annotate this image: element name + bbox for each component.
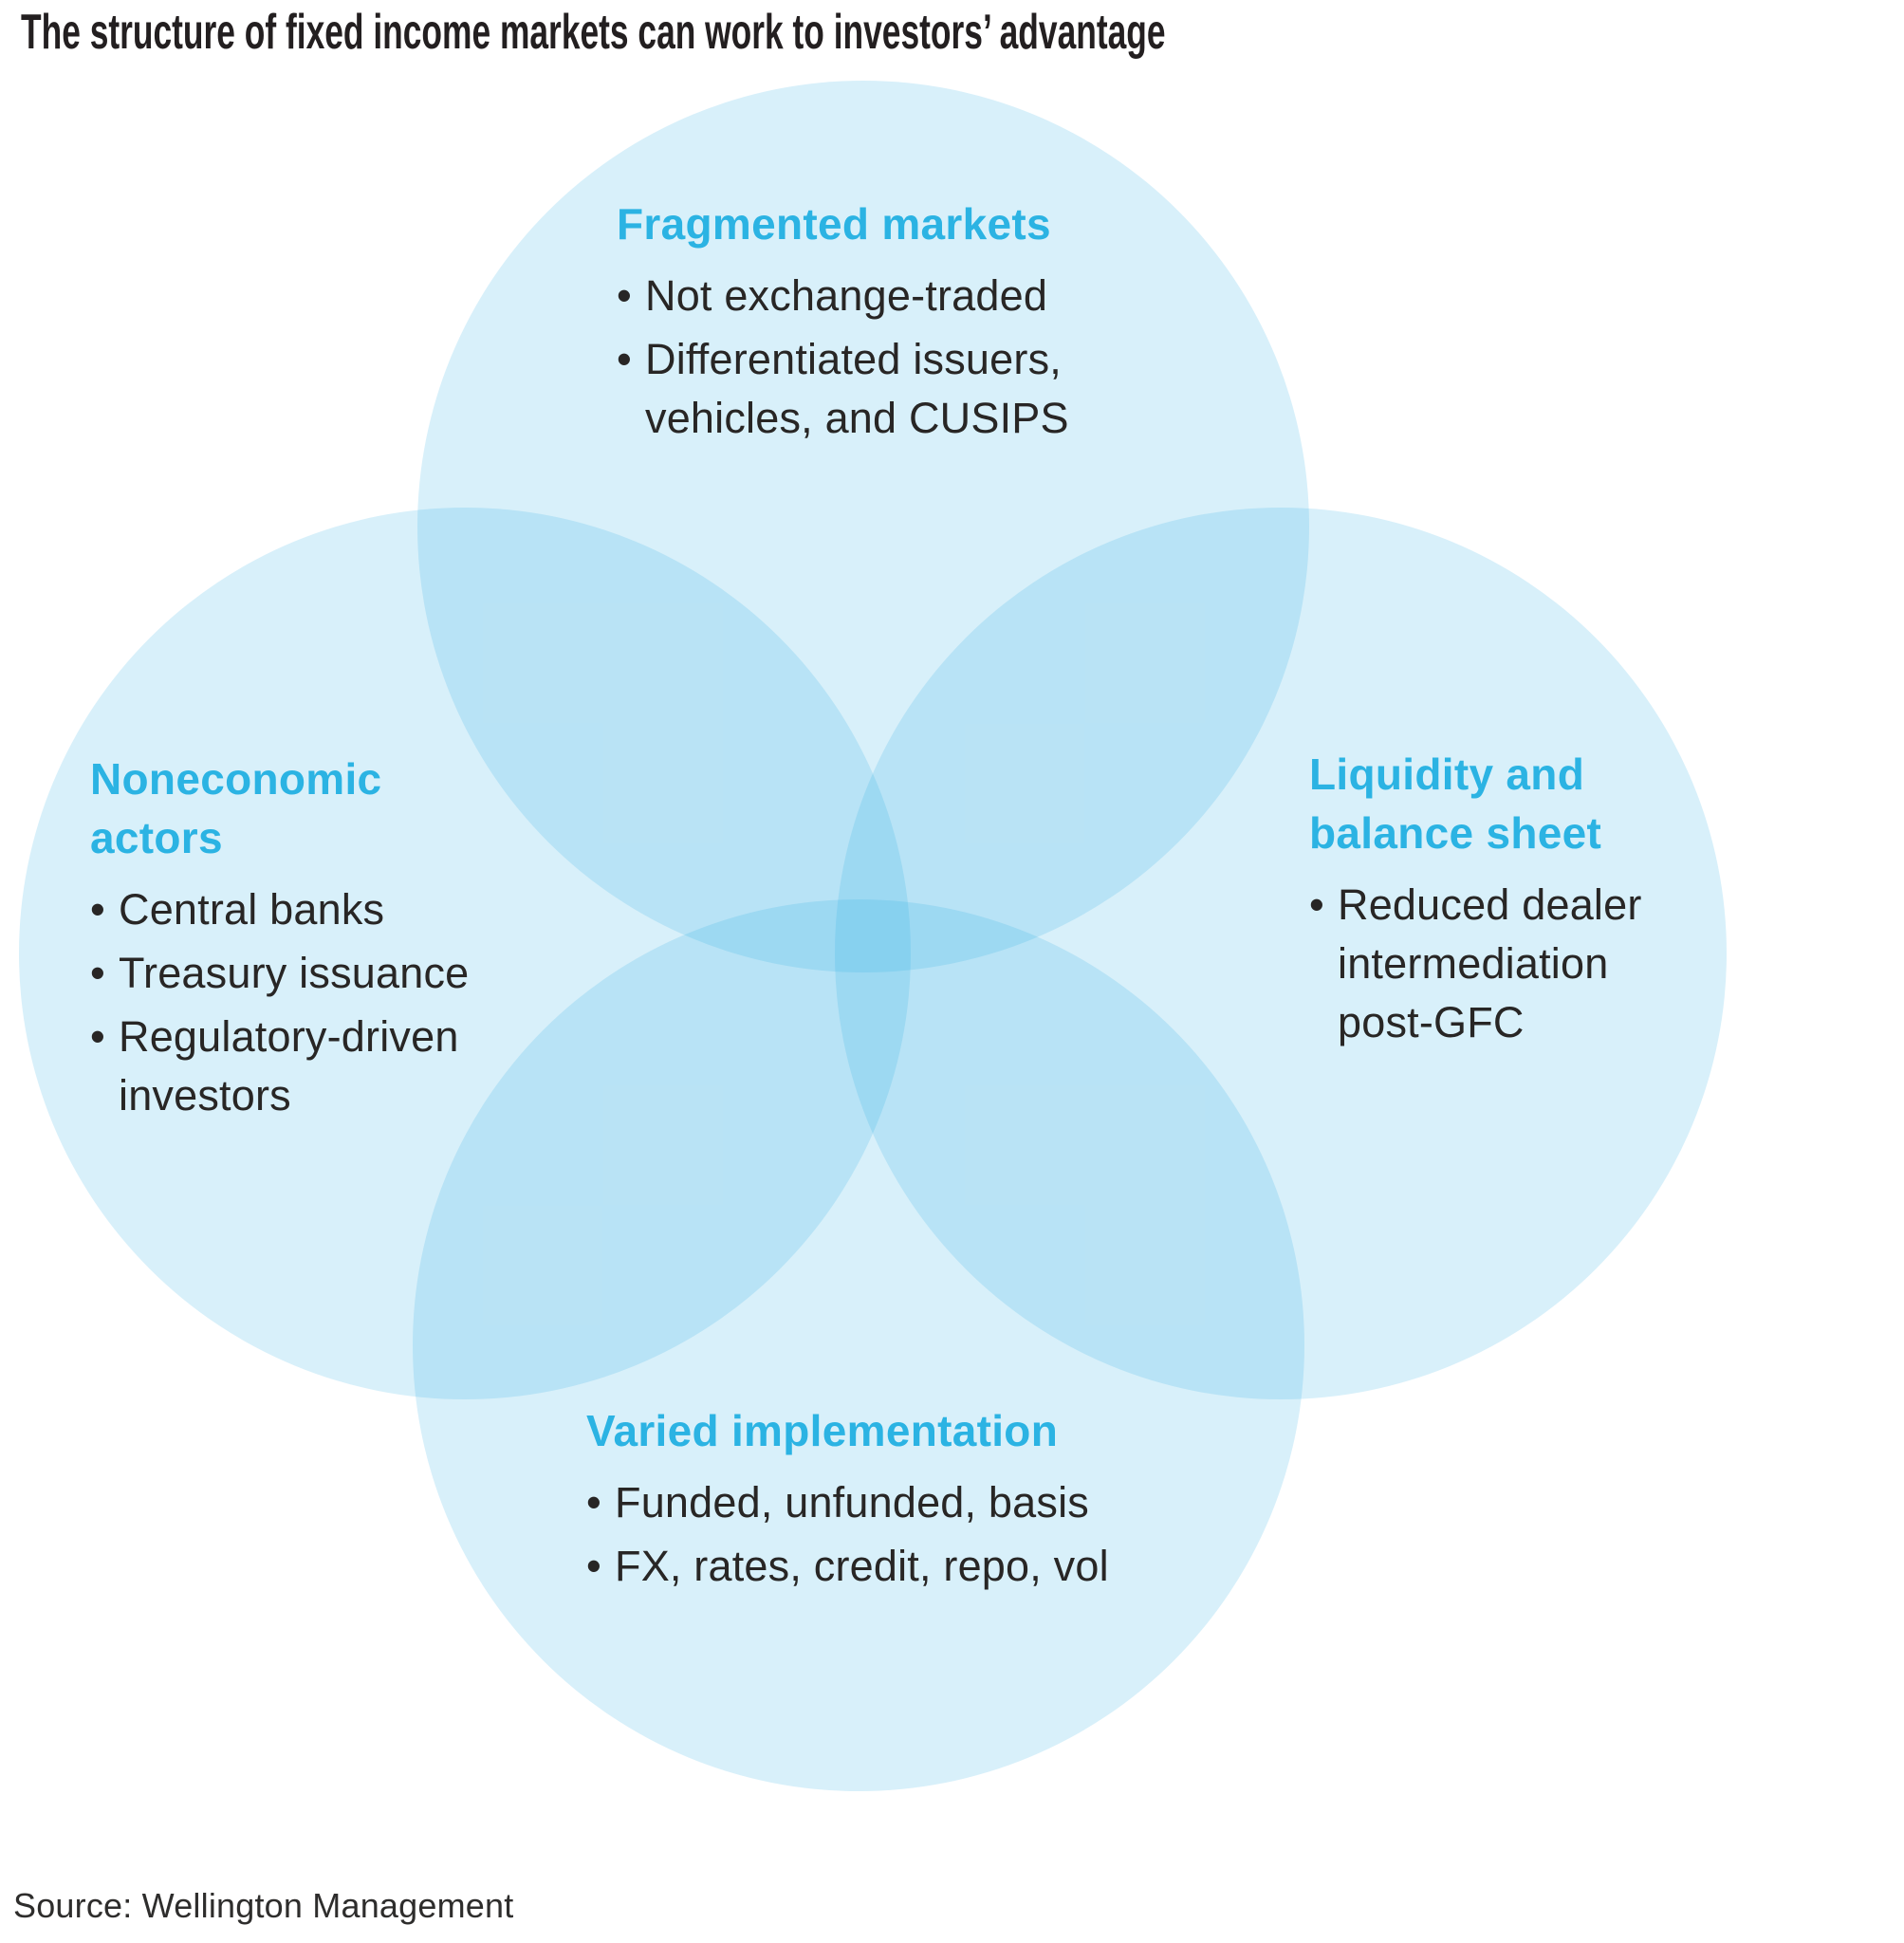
section-heading: Fragmented markets <box>617 199 1051 249</box>
bullet-text: Not exchange-traded <box>645 271 1048 320</box>
bullet-text: Funded, unfunded, basis <box>615 1478 1089 1527</box>
bullet-text: Reduced dealer intermediation post-GFC <box>1338 880 1642 1046</box>
figure-title-text: The structure of fixed income markets ca… <box>21 5 1166 60</box>
bullet-item: • Treasury issuance <box>90 944 536 1003</box>
venn-circle-fragmented-markets <box>417 81 1309 972</box>
bullet-dot-icon: • <box>617 335 632 383</box>
bullet-text: Regulatory-driven investors <box>119 1012 459 1120</box>
bullet-item: • Reduced dealer intermediation post-GFC <box>1309 876 1755 1052</box>
bullet-dot-icon: • <box>90 885 105 934</box>
bullet-dot-icon: • <box>90 949 105 997</box>
section-heading: Liquidity and balance sheet <box>1309 749 1602 858</box>
section-noneconomic-actors: Noneconomic actors • Central banks • Tre… <box>90 749 536 1130</box>
bullet-text: FX, rates, credit, repo, vol <box>615 1542 1109 1590</box>
bullet-item: • Central banks <box>90 880 536 939</box>
bullet-dot-icon: • <box>586 1478 601 1527</box>
venn-circle-liquidity-balance-sheet <box>835 508 1727 1399</box>
bullet-item: • Not exchange-traded <box>617 267 1205 325</box>
bullet-text: Treasury issuance <box>119 949 470 997</box>
figure-title: The structure of fixed income markets ca… <box>21 2 1704 63</box>
bullet-item: • Regulatory-driven investors <box>90 1008 536 1125</box>
section-fragmented-markets: Fragmented markets • Not exchange-traded… <box>617 194 1205 453</box>
bullet-item: • FX, rates, credit, repo, vol <box>586 1537 1231 1596</box>
section-varied-implementation: Varied implementation • Funded, unfunded… <box>586 1401 1231 1601</box>
bullet-dot-icon: • <box>90 1012 105 1061</box>
bullet-text: Central banks <box>119 885 385 934</box>
section-heading: Noneconomic actors <box>90 754 382 862</box>
bullet-item: • Differentiated issuers, vehicles, and … <box>617 330 1205 448</box>
source-note: Source: Wellington Management <box>13 1886 514 1925</box>
venn-circle-noneconomic-actors <box>19 508 911 1399</box>
section-liquidity-and-balance-sheet: Liquidity and balance sheet • Reduced de… <box>1309 745 1755 1057</box>
bullet-item: • Funded, unfunded, basis <box>586 1473 1231 1532</box>
venn-circle-varied-implementation <box>413 899 1304 1791</box>
bullet-dot-icon: • <box>586 1542 601 1590</box>
bullet-dot-icon: • <box>1309 880 1324 929</box>
section-heading: Varied implementation <box>586 1406 1059 1455</box>
bullet-dot-icon: • <box>617 271 632 320</box>
bullet-text: Differentiated issuers, vehicles, and CU… <box>645 335 1069 442</box>
